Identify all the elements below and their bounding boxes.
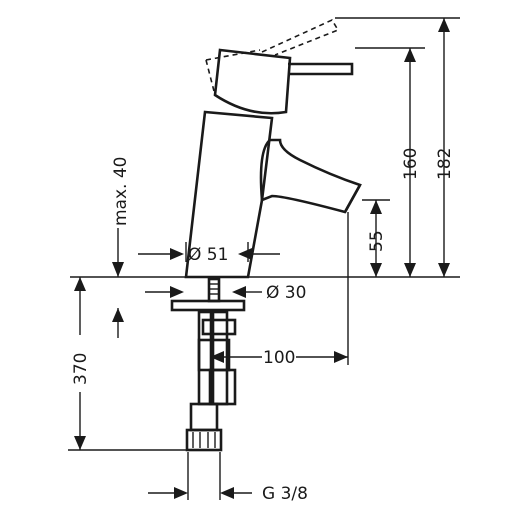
thread-size-label: G 3/8 [262, 484, 308, 504]
dimension-diameter-51: Ø 51 [138, 242, 280, 265]
lever-handle [213, 48, 354, 115]
dimension-max-40: max. 40 [111, 157, 131, 338]
reach-100-label: 100 [263, 348, 295, 368]
dimension-55: 55 [362, 199, 390, 277]
height-160-label: 160 [401, 148, 421, 180]
dimension-diameter-30: Ø 30 [145, 283, 306, 303]
diameter-30-label: Ø 30 [266, 283, 306, 303]
dimension-100: 100 [210, 212, 349, 368]
lever-raised-outline [205, 18, 340, 96]
faucet-body [184, 110, 362, 279]
height-182-label: 182 [435, 148, 455, 180]
max-40-label: max. 40 [111, 157, 131, 226]
length-370-label: 370 [71, 353, 91, 385]
dimension-370: 370 [68, 277, 188, 451]
dimension-160: 160 [355, 47, 425, 277]
dimension-thread: G 3/8 [148, 452, 308, 504]
height-55-label: 55 [367, 230, 387, 252]
diameter-51-label: Ø 51 [188, 245, 228, 265]
dimension-182: 182 [335, 17, 460, 277]
mounting-hardware [170, 277, 246, 452]
